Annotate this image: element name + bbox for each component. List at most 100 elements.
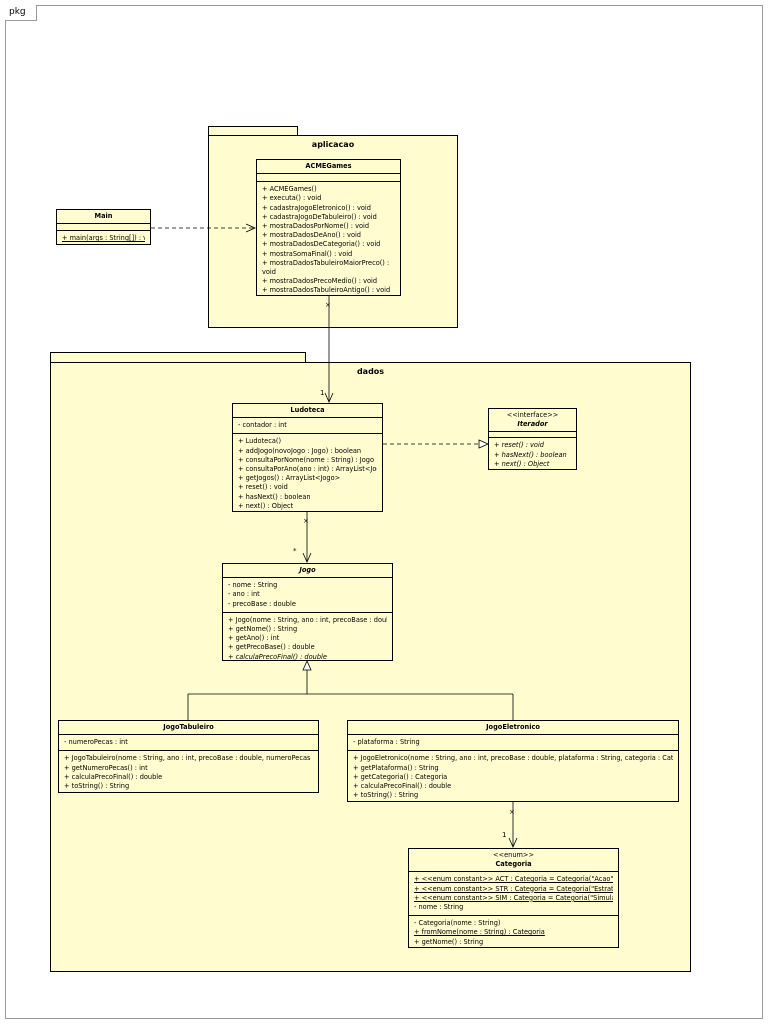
- attribute-row: - nome : String: [414, 903, 464, 912]
- multiplicity-acme-target: 1: [320, 389, 325, 397]
- enum-stereotype: <<enum>>: [493, 851, 534, 859]
- method-row: + Jogo(nome : String, ano : int, precoBa…: [228, 615, 387, 624]
- class-jogoeletronico-methods: + JogoEletronico(nome : String, ano : in…: [348, 751, 678, 803]
- interface-iterador-methods: + reset() : void + hasNext() : boolean +…: [489, 438, 576, 472]
- frame-label: pkg: [5, 5, 37, 21]
- method-row: + getJogos() : ArrayList<Jogo>: [238, 474, 341, 483]
- method-row: + mostraDadosTabuleiroAntigo() : void: [262, 286, 391, 295]
- class-acmegames[interactable]: ACMEGames + ACMEGames() + executa() : vo…: [256, 159, 401, 296]
- enum-categoria-header: <<enum>> Categoria: [409, 849, 618, 873]
- method-row: + hasNext() : boolean: [238, 492, 311, 501]
- class-jogo-attributes: - nome : String - ano : int - precoBase …: [223, 578, 392, 613]
- method-row: + getAno() : int: [228, 634, 280, 643]
- method-row: + calculaPrecoFinal() : double: [64, 772, 163, 781]
- class-jogotabuleiro-attributes: - numeroPecas : int: [59, 735, 318, 752]
- class-acmegames-name: ACMEGames: [257, 160, 400, 175]
- method-row: + cadastraJogoDeTabuleiro() : void: [262, 212, 377, 221]
- class-acmegames-methods: + ACMEGames() + executa() : void + cadas…: [257, 182, 400, 298]
- method-row: + cadastraJogoEletronico() : void: [262, 203, 371, 212]
- attribute-row: - precoBase : double: [228, 599, 296, 608]
- class-acmegames-attributes: [257, 174, 400, 183]
- interface-iterador-header: <<interface>> Iterador: [489, 409, 576, 433]
- attribute-row: - nome : String: [228, 581, 278, 590]
- enum-categoria-attributes: + <<enum constant>> ACT : Categoria = Ca…: [409, 872, 618, 917]
- method-row: + consultaPorAno(ano : int) : ArrayList<…: [238, 465, 377, 474]
- method-row: + next() : Object: [238, 501, 294, 510]
- interface-iterador[interactable]: <<interface>> Iterador + reset() : void …: [488, 408, 577, 470]
- class-jogoeletronico-attributes: - plataforma : String: [348, 735, 678, 752]
- class-jogo-name: Jogo: [223, 564, 392, 579]
- method-row: + main(args : String[]) : void: [62, 234, 145, 243]
- method-row: + mostraSomaFinal() : void: [262, 249, 353, 258]
- method-row: void: [262, 268, 276, 277]
- method-row: + mostraDadosDeAno() : void: [262, 231, 361, 240]
- class-main-attributes: [57, 224, 150, 232]
- attribute-row: - contador : int: [238, 421, 287, 430]
- method-row: + next() : Object: [494, 459, 550, 468]
- method-row: + Ludoteca(): [238, 437, 282, 446]
- class-jogotabuleiro[interactable]: JogoTabuleiro - numeroPecas : int + Jogo…: [58, 720, 319, 793]
- association-arrowhead: [302, 552, 312, 563]
- method-row: + getNome() : String: [228, 625, 298, 634]
- method-row: + getPrecoBase() : double: [228, 643, 315, 652]
- method-row: + getCategoria() : Categoria: [353, 772, 448, 781]
- class-jogo[interactable]: Jogo - nome : String - ano : int - preco…: [222, 563, 393, 661]
- method-row: + mostraDadosPrecoMedio() : void: [262, 277, 378, 286]
- method-row: + consultaPorNome(nome : String) : Jogo: [238, 455, 375, 464]
- enum-constant-row: + <<enum constant>> SIM : Categoria = Ca…: [414, 893, 613, 902]
- class-main-name: Main: [57, 210, 150, 225]
- association-arrowhead: [508, 837, 518, 848]
- multiplicity-eletronico-target: 1: [502, 831, 507, 839]
- interface-iterador-name: Iterador: [517, 420, 548, 429]
- class-ludoteca-name: Ludoteca: [233, 404, 382, 419]
- enum-categoria[interactable]: <<enum>> Categoria + <<enum constant>> A…: [408, 848, 619, 948]
- attribute-row: - numeroPecas : int: [64, 738, 128, 747]
- class-jogoeletronico[interactable]: JogoEletronico - plataforma : String + J…: [347, 720, 679, 802]
- class-main-methods: + main(args : String[]) : void: [57, 231, 150, 246]
- method-row: + getPlataforma() : String: [353, 763, 439, 772]
- dependency-arrowhead: [245, 223, 256, 233]
- enum-constant-row: + <<enum constant>> ACT : Categoria = Ca…: [414, 875, 613, 884]
- enum-categoria-methods: - Categoria(nome : String) + fromNome(no…: [409, 916, 618, 950]
- generalization-arrowhead: [302, 660, 312, 671]
- method-row: + JogoEletronico(nome : String, ano : in…: [353, 754, 673, 763]
- method-row: + executa() : void: [262, 194, 322, 203]
- multiplicity-eletronico-source: ×: [509, 808, 515, 816]
- interface-stereotype: <<interface>>: [506, 411, 559, 419]
- method-row: + calculaPrecoFinal() : double: [228, 652, 327, 661]
- class-jogoeletronico-name: JogoEletronico: [348, 721, 678, 736]
- multiplicity-ludoteca-source: ×: [303, 517, 309, 525]
- method-row: + getNome() : String: [414, 937, 484, 946]
- interface-iterador-attributes: [489, 432, 576, 439]
- class-jogotabuleiro-name: JogoTabuleiro: [59, 721, 318, 736]
- class-main[interactable]: Main + main(args : String[]) : void: [56, 209, 151, 245]
- package-aplicacao-title: aplicacao: [311, 140, 355, 149]
- method-row: + getNumeroPecas() : int: [64, 763, 148, 772]
- method-row: + JogoTabuleiro(nome : String, ano : int…: [64, 754, 313, 763]
- attribute-row: - plataforma : String: [353, 738, 420, 747]
- attribute-row: - ano : int: [228, 590, 260, 599]
- enum-constant-row: + <<enum constant>> STR : Categoria = Ca…: [414, 884, 613, 893]
- class-ludoteca[interactable]: Ludoteca - contador : int + Ludoteca() +…: [232, 403, 383, 512]
- diagram-frame: [5, 5, 763, 1019]
- enum-categoria-name: Categoria: [495, 860, 532, 869]
- method-row: + mostraDadosDeCategoria() : void: [262, 240, 381, 249]
- method-row: + addJogo(novoJogo : Jogo) : boolean: [238, 446, 362, 455]
- method-row: + ACMEGames(): [262, 185, 317, 194]
- method-row: + reset() : void: [494, 441, 544, 450]
- method-row: + mostraDadosPorNome() : void: [262, 222, 370, 231]
- method-row: + mostraDadosTabuleiroMaiorPreco() :: [262, 258, 390, 267]
- method-row: + reset() : void: [238, 483, 288, 492]
- method-row: + toString() : String: [64, 782, 130, 791]
- multiplicity-ludoteca-target: *: [293, 547, 297, 555]
- method-row: + calculaPrecoFinal() : double: [353, 782, 452, 791]
- method-row: + fromNome(nome : String) : Categoria: [414, 928, 545, 937]
- class-ludoteca-methods: + Ludoteca() + addJogo(novoJogo : Jogo) …: [233, 434, 382, 514]
- method-row: + hasNext() : boolean: [494, 450, 567, 459]
- multiplicity-acme-source: ×: [325, 301, 331, 309]
- association-arrowhead: [324, 392, 334, 403]
- realization-arrowhead: [478, 439, 489, 449]
- class-jogo-methods: + Jogo(nome : String, ano : int, precoBa…: [223, 613, 392, 665]
- package-dados-title: dados: [356, 367, 385, 376]
